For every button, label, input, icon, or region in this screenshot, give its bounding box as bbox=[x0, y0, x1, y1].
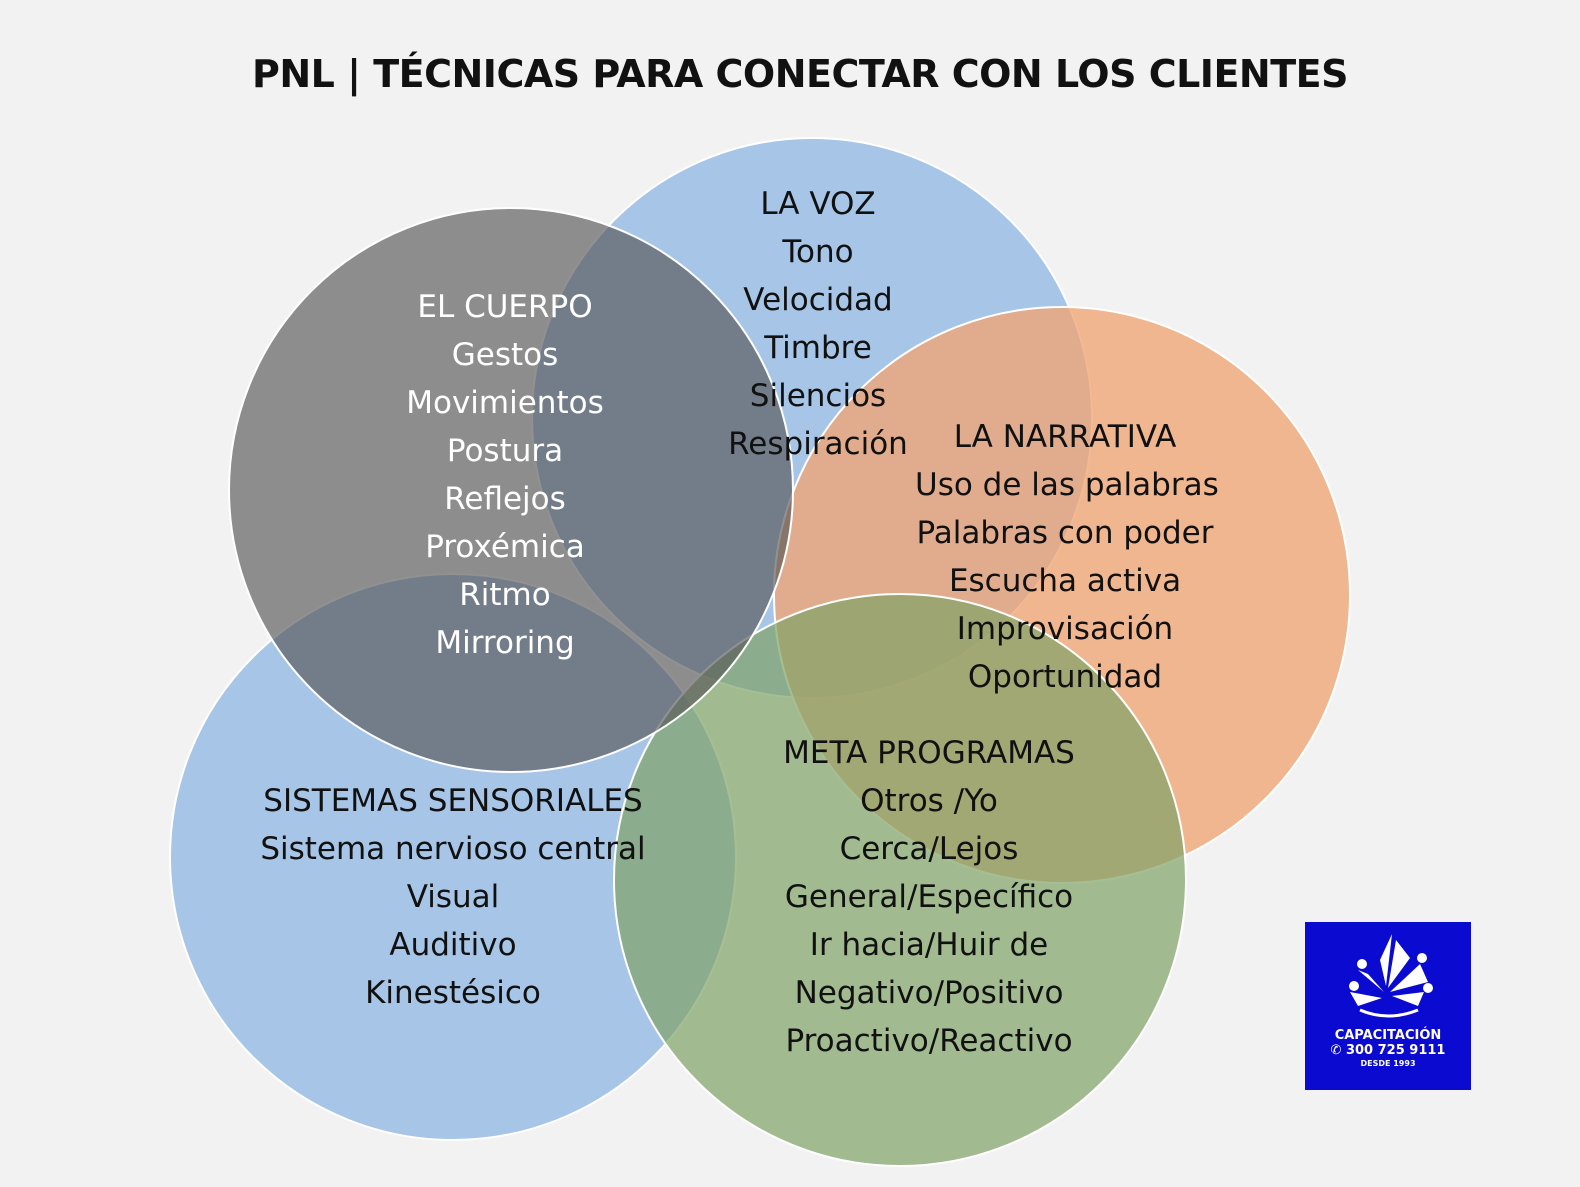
meta-item: General/Específico bbox=[784, 879, 1074, 915]
voz-item: Silencios bbox=[749, 378, 887, 414]
narrativa-item: Escucha activa bbox=[948, 563, 1182, 599]
narrativa-item: Palabras con poder bbox=[916, 515, 1214, 551]
circle-cuerpo bbox=[228, 207, 794, 773]
meta-item: Ir hacia/Huir de bbox=[809, 927, 1049, 963]
logo-since: DESDE 1993 bbox=[1360, 1059, 1416, 1068]
meta-item: Negativo/Positivo bbox=[794, 975, 1064, 1011]
cuerpo-item: Proxémica bbox=[425, 529, 585, 565]
circle-meta bbox=[613, 593, 1187, 1167]
label-cuerpo: EL CUERPO Gestos Movimientos Postura Ref… bbox=[385, 283, 625, 667]
label-sensoriales: SISTEMAS SENSORIALES Sistema nervioso ce… bbox=[253, 777, 653, 1017]
voz-item: Velocidad bbox=[743, 282, 893, 318]
voz-heading: LA VOZ bbox=[760, 186, 876, 222]
page-title: PNL | TÉCNICAS PARA CONECTAR CON LOS CLI… bbox=[252, 52, 1348, 96]
narrativa-item: Uso de las palabras bbox=[915, 467, 1219, 503]
meta-item: Cerca/Lejos bbox=[839, 831, 1019, 867]
cuerpo-item: Reflejos bbox=[444, 481, 566, 517]
cuerpo-item: Movimientos bbox=[406, 385, 604, 421]
sensoriales-item: Kinestésico bbox=[365, 975, 541, 1011]
meta-item: Proactivo/Reactivo bbox=[785, 1023, 1073, 1059]
logo: CAPACITACIÓN ✆ 300 725 9111 DESDE 1993 bbox=[1305, 922, 1471, 1090]
cuerpo-heading: EL CUERPO bbox=[417, 289, 593, 325]
meta-heading: META PROGRAMAS bbox=[783, 735, 1075, 771]
logo-phone: ✆ 300 725 9111 bbox=[1330, 1043, 1446, 1058]
cuerpo-item: Gestos bbox=[451, 337, 559, 373]
voz-item: Respiración bbox=[728, 426, 908, 462]
voz-item: Timbre bbox=[764, 330, 872, 366]
sensoriales-item: Sistema nervioso central bbox=[260, 831, 646, 867]
cuerpo-item: Ritmo bbox=[459, 577, 551, 613]
meta-item: Otros /Yo bbox=[860, 783, 998, 819]
cuerpo-item: Postura bbox=[446, 433, 564, 469]
narrativa-item: Improvisación bbox=[956, 611, 1174, 647]
sensoriales-item: Auditivo bbox=[389, 927, 517, 963]
voz-item: Tono bbox=[782, 234, 854, 270]
people-icon bbox=[1349, 934, 1433, 1018]
label-voz: LA VOZ Tono Velocidad Timbre Silencios R… bbox=[718, 180, 918, 468]
label-narrativa: LA NARRATIVA Uso de las palabras Palabra… bbox=[915, 413, 1219, 701]
sensoriales-item: Visual bbox=[406, 879, 500, 915]
logo-name: CAPACITACIÓN bbox=[1334, 1028, 1442, 1043]
sensoriales-heading: SISTEMAS SENSORIALES bbox=[263, 783, 643, 819]
narrativa-heading: LA NARRATIVA bbox=[953, 419, 1177, 455]
narrativa-item: Oportunidad bbox=[967, 659, 1163, 695]
cuerpo-item: Mirroring bbox=[435, 625, 575, 661]
label-meta: META PROGRAMAS Otros /Yo Cerca/Lejos Gen… bbox=[779, 729, 1079, 1065]
